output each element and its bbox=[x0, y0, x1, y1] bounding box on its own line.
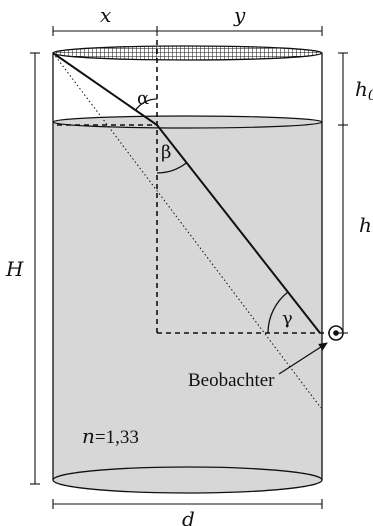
label-n-value: =1,33 bbox=[95, 427, 139, 448]
light-ray bbox=[52, 52, 321, 334]
vessel-bottom bbox=[52, 466, 323, 494]
vessel-lid bbox=[52, 45, 323, 61]
water-surface bbox=[52, 115, 323, 129]
label-h0: h0 bbox=[355, 77, 373, 104]
label-x: x bbox=[100, 3, 111, 27]
observer-pointer-arrow bbox=[278, 342, 328, 375]
water-body bbox=[53, 116, 322, 493]
label-gamma: γ bbox=[282, 308, 293, 329]
beta-arc bbox=[156, 162, 188, 174]
label-y: y bbox=[233, 3, 246, 27]
label-d: d bbox=[182, 507, 195, 526]
label-alpha: α bbox=[137, 88, 149, 109]
label-n-var: n bbox=[82, 424, 95, 448]
gamma-arc bbox=[267, 291, 289, 334]
label-observer: Beobachter bbox=[188, 370, 275, 391]
observer-eye-pupil bbox=[333, 330, 339, 336]
label-refractive-index: n=1,33 bbox=[82, 424, 139, 448]
label-beta: β bbox=[161, 142, 171, 163]
label-h0-sub: 0 bbox=[368, 88, 373, 104]
label-H: H bbox=[5, 257, 24, 281]
label-h0-main: h bbox=[355, 77, 368, 101]
label-h: h bbox=[359, 213, 372, 237]
alpha-arc bbox=[135, 98, 158, 111]
